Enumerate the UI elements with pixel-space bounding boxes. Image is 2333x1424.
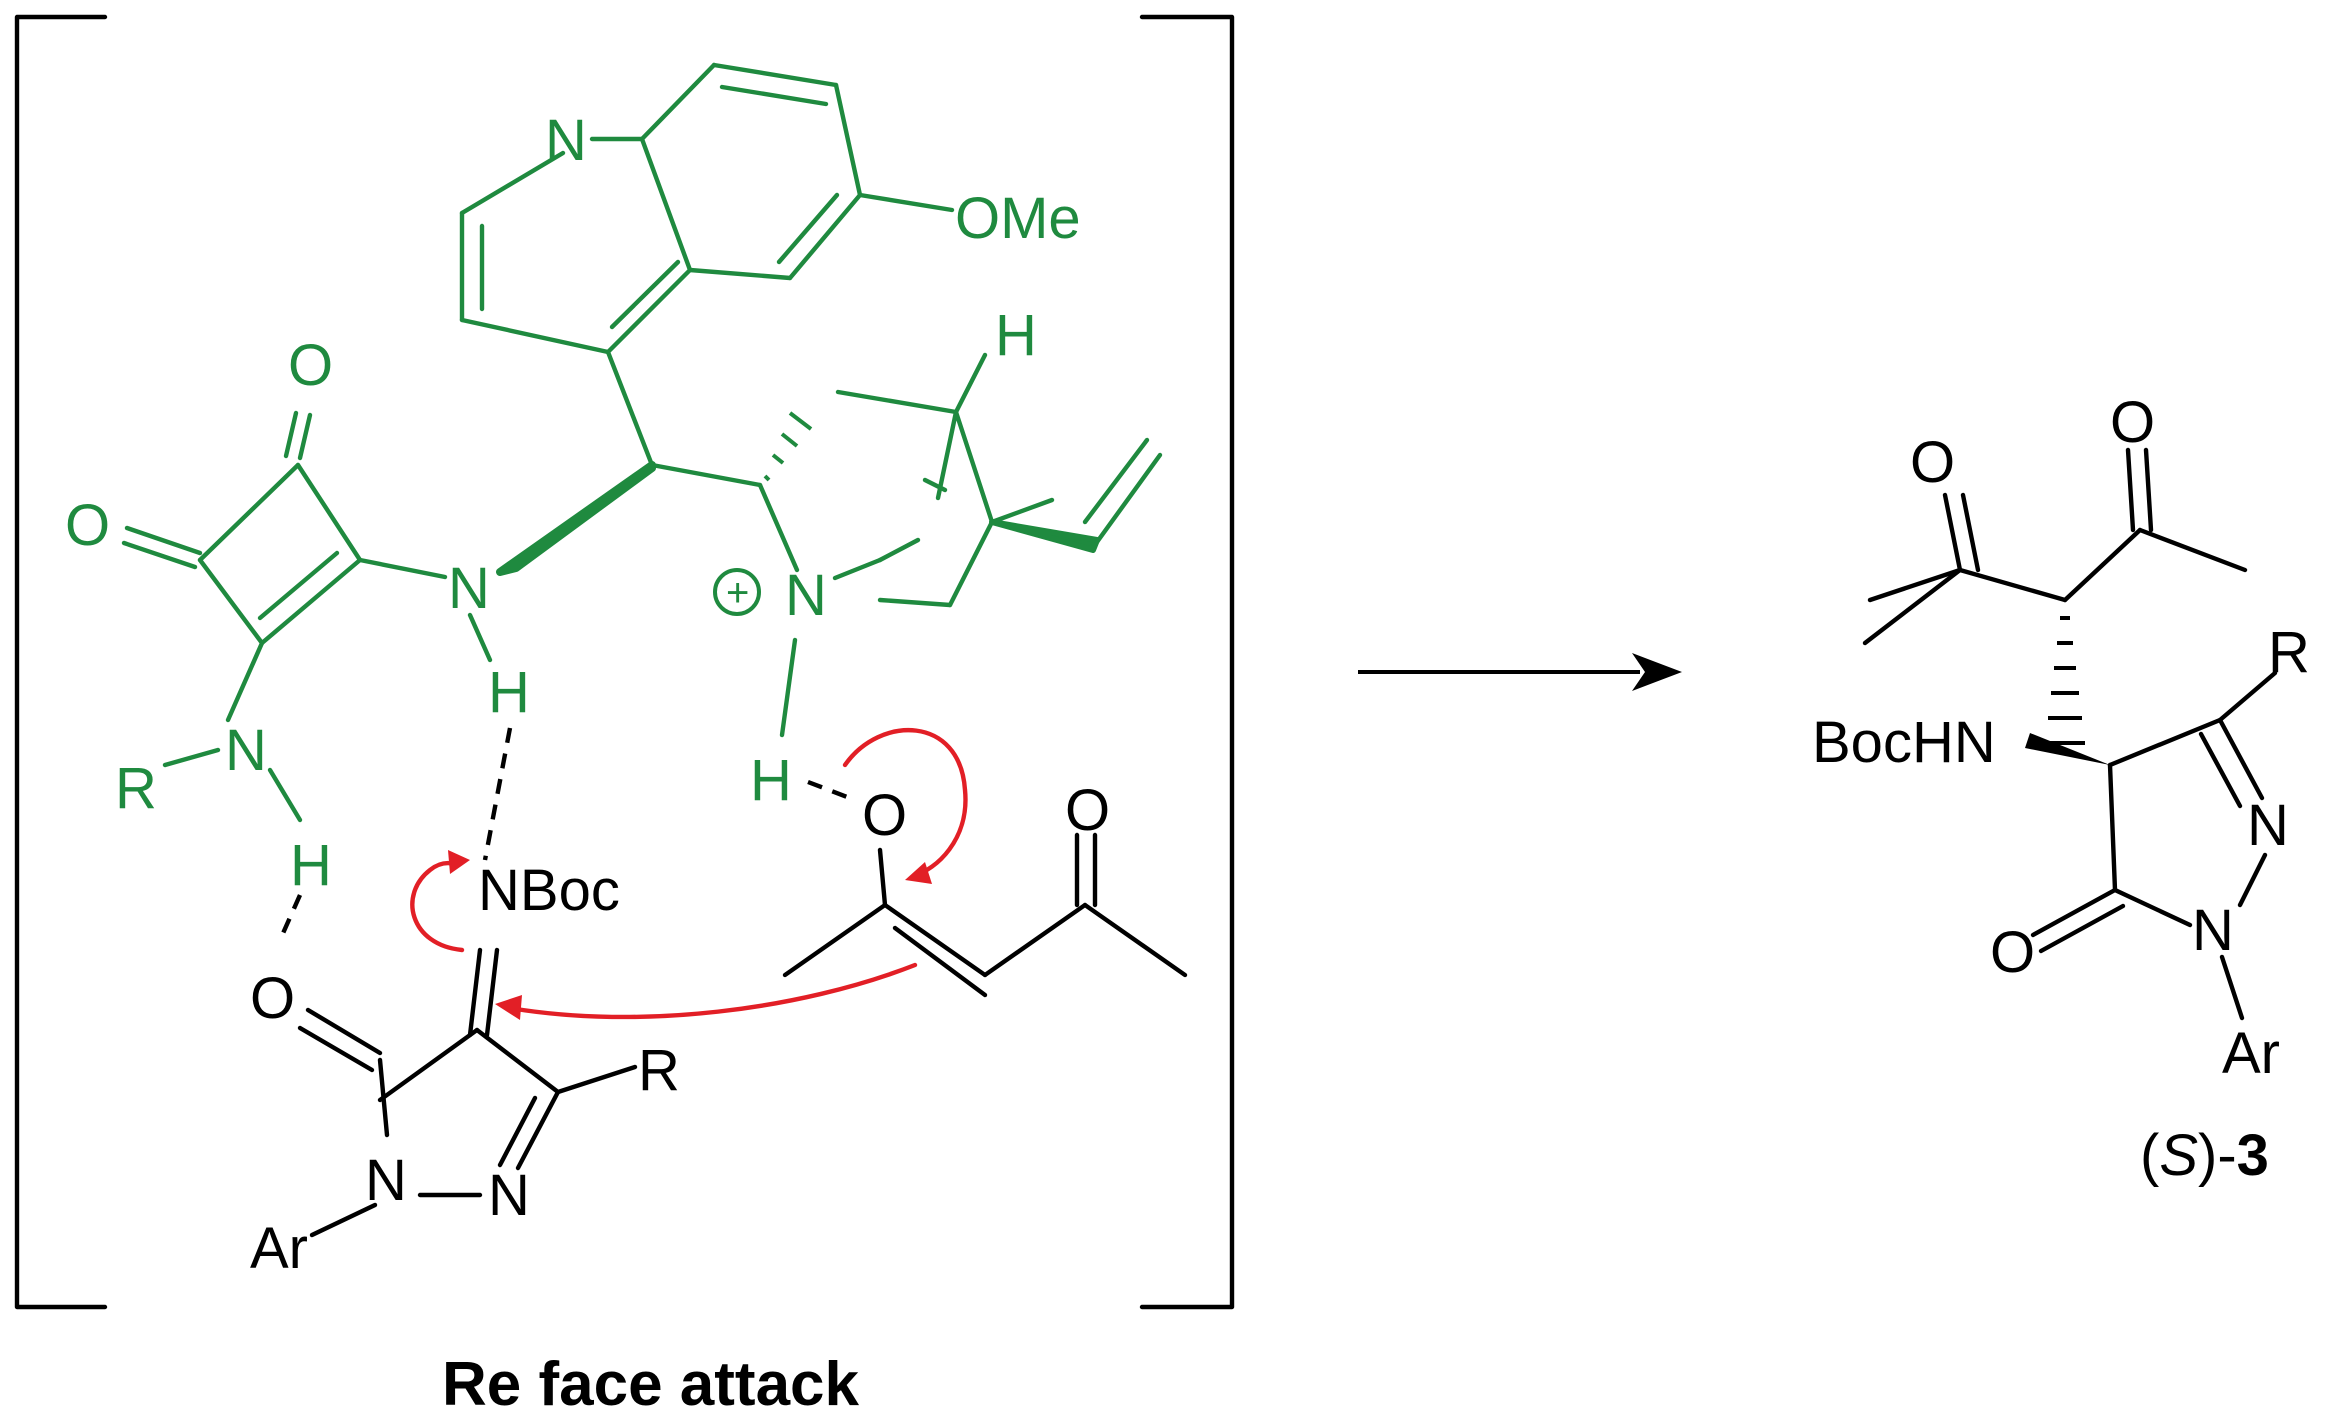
carbonyl-oxygen-label: O (250, 966, 295, 1031)
compound-label: (S)-3 (2140, 1123, 2269, 1188)
squaramide-oxygen-left-label: O (65, 493, 110, 558)
curly-arrow-enol-attack (507, 962, 918, 1020)
product-oxygen-left-label: O (1910, 430, 1955, 495)
compound-prefix: ( (2140, 1123, 2159, 1188)
wedge-bond-1 (496, 461, 656, 576)
product-ring-nitrogen-label: N (2247, 793, 2289, 858)
r-substituent-label: R (115, 756, 157, 821)
product-labels: O O R BocHN N N O Ar (S)-3 (1812, 390, 2310, 1188)
amide-hydrogen-label: H (488, 660, 530, 725)
ketone-oxygen-label: O (1065, 778, 1110, 843)
catalyst-structure (121, 62, 1163, 823)
wedge-bond-2 (989, 519, 1100, 553)
curly-arrow-oh-to-enol (842, 728, 968, 878)
pyrazolone-nitrogen-2-label: N (488, 1163, 530, 1228)
pyrazolone-nitrogen-1-label: N (365, 1148, 407, 1213)
catalyst-labels: N OMe H O O N H N + H N R H (65, 108, 1081, 898)
squaramide-oxygen-top-label: O (288, 333, 333, 398)
product-wedge-bond (2025, 733, 2110, 765)
left-bracket (14, 14, 108, 1310)
methoxy-label: OMe (955, 186, 1081, 251)
quinuclidine-nitrogen-label: N (785, 563, 827, 628)
product-hashed-bond (2045, 616, 2085, 745)
bridgehead-h-label: H (995, 303, 1037, 368)
transition-state-brackets (14, 14, 1235, 1310)
plus-label: + (726, 571, 749, 615)
r-amine-nitrogen-label: N (225, 718, 267, 783)
product-structure (1862, 447, 2278, 1021)
positive-charge-icon (713, 568, 761, 616)
amide-nitrogen-label: N (448, 556, 490, 621)
product-aryl-label: Ar (2222, 1021, 2280, 1086)
compound-stereo: S (2159, 1123, 2198, 1188)
compound-mid: )- (2198, 1123, 2237, 1188)
product-oxygen-right-label: O (2110, 390, 2155, 455)
right-bracket (1139, 14, 1235, 1310)
enol-oxygen-label: O (862, 783, 907, 848)
substrate-structure (297, 832, 1188, 1238)
reaction-arrow (1358, 653, 1682, 691)
substrate-labels: NBoc O R N N Ar O O (250, 778, 1110, 1281)
compound-number: 3 (2237, 1123, 2269, 1188)
aryl-label: Ar (250, 1216, 308, 1281)
curly-arrow-n-protonation (410, 860, 465, 953)
ammonium-hydrogen-label: H (750, 748, 792, 813)
product-ring-oxygen-label: O (1990, 920, 2035, 985)
nboc-label: NBoc (478, 858, 620, 923)
product-aryl-nitrogen-label: N (2192, 898, 2234, 963)
hashed-bond-1 (763, 411, 813, 482)
hydrogen-bonds (277, 727, 856, 941)
electron-flow-arrows (410, 728, 968, 1020)
product-bochn-label: BocHN (1812, 710, 1996, 775)
pyrazolone-r-label: R (638, 1038, 680, 1103)
transition-state-caption: Re face attack (442, 1350, 860, 1419)
quinoline-nitrogen-label: N (545, 108, 587, 173)
product-r-label: R (2268, 620, 2310, 685)
r-amine-hydrogen-label: H (290, 833, 332, 898)
